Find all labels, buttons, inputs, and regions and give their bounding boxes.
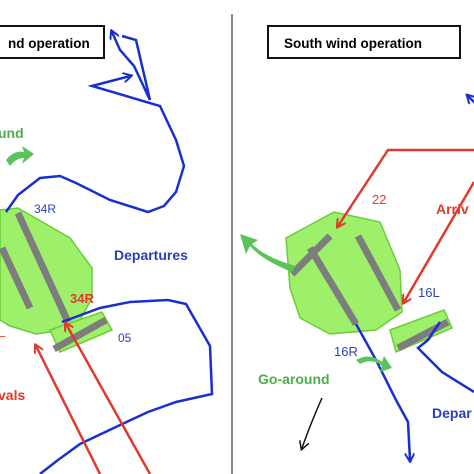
left-departure-branch	[112, 32, 152, 101]
left-label-runway-34r-top: 34R	[34, 202, 56, 216]
left-departure-route-east	[39, 298, 214, 474]
right-arrival-route-16l	[404, 181, 474, 302]
left-label-arrivals: vals	[0, 387, 25, 403]
right-departure-16r	[354, 323, 410, 460]
right-label-departures: Depar	[432, 405, 472, 421]
left-label-goaround: und	[0, 125, 24, 141]
right-label-arrivals: Arriv	[436, 201, 469, 217]
right-label-runway-22: 22	[372, 192, 386, 207]
left-runway-05	[52, 316, 108, 353]
right-title-box	[267, 25, 461, 59]
right-goaround-arrow-left	[240, 234, 296, 272]
left-runway-34r	[14, 211, 72, 324]
right-airport-area	[285, 211, 403, 335]
right-label-goaround: Go-around	[258, 371, 330, 387]
left-title-box	[0, 25, 105, 59]
left-goaround-arrow	[6, 146, 34, 166]
right-label-runway-16r: 16R	[334, 344, 358, 359]
right-goaround-path	[302, 397, 323, 448]
left-departure-branch-2	[121, 34, 152, 101]
right-runway-04	[396, 318, 450, 352]
right-departure-16l	[416, 321, 474, 394]
left-label-runway-05: 05	[118, 331, 132, 345]
right-runway-16l	[354, 234, 402, 312]
left-arrival-route-1	[66, 324, 152, 474]
left-label-runway-34r-mid: 34R	[70, 291, 94, 306]
right-departure-top	[468, 96, 474, 104]
left-runway-34l	[0, 246, 34, 310]
left-panel: nd operation und 34R Departures 34R 05 v…	[0, 25, 214, 474]
right-arrival-route-22	[338, 148, 474, 226]
right-label-runway-16l: 16L	[418, 285, 440, 300]
right-goaround-arrow-bottom	[356, 356, 392, 372]
left-departure-route-north	[4, 76, 186, 214]
left-label-red-tick: –	[0, 328, 6, 343]
left-title: nd operation	[8, 36, 90, 51]
right-panel: South wind operation 22 Arriv 16L 16R Go…	[240, 25, 474, 460]
left-arrival-route-2	[36, 346, 102, 474]
left-label-departures: Departures	[114, 247, 188, 263]
right-runway-16r	[307, 246, 359, 326]
right-title: South wind operation	[284, 36, 422, 51]
